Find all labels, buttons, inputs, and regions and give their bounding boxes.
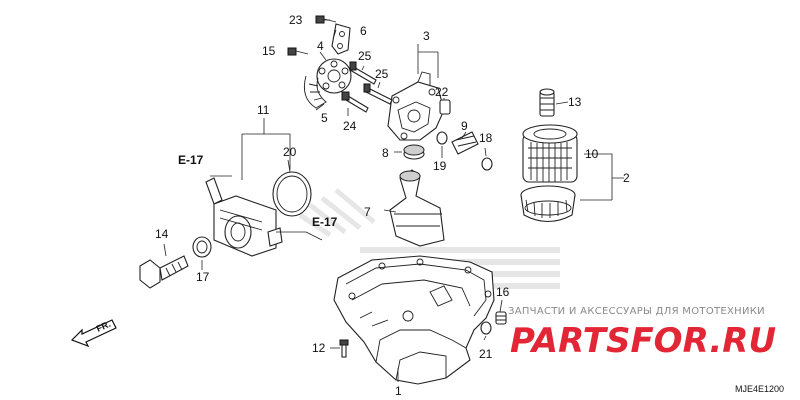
drain-bolt-part — [495, 311, 507, 325]
callout-7: 7 — [364, 205, 371, 219]
callout-8: 8 — [382, 146, 389, 160]
callout-2: 2 — [623, 171, 630, 185]
callout-14: 14 — [155, 227, 169, 241]
filter-stud-part — [539, 88, 555, 117]
oil-pan-part — [333, 255, 495, 385]
cooler-bolt-part — [139, 255, 189, 289]
callout-22: 22 — [435, 85, 449, 99]
oil-pump-part — [387, 71, 445, 141]
callout-23: 23 — [289, 13, 303, 27]
ref-e17-left: E-17 — [178, 153, 204, 167]
ref-e17-right: E-17 — [312, 215, 338, 229]
callout-25a: 25 — [358, 49, 372, 63]
watermark-subtitle: ЗАПЧАСТИ И АКСЕССУАРЫ ДЛЯ МОТОТЕХНИКИ — [508, 306, 765, 317]
drain-washer-part — [480, 321, 492, 335]
diagram-code: MJE4E1200 — [735, 384, 784, 394]
callout-labels: 1 2 3 4 5 6 7 8 9 10 11 12 13 14 15 16 1… — [155, 13, 630, 398]
callout-19: 19 — [433, 159, 447, 173]
callout-24: 24 — [343, 119, 357, 133]
callout-9: 9 — [461, 119, 468, 133]
callout-1: 1 — [395, 384, 402, 398]
bolts-part — [287, 15, 393, 113]
callout-12: 12 — [312, 341, 326, 355]
callout-4: 4 — [317, 39, 324, 53]
callout-6: 6 — [360, 24, 367, 38]
callout-15: 15 — [262, 44, 276, 58]
oil-filter-part — [520, 124, 578, 223]
leader-lines — [163, 19, 624, 382]
watermark-logo: ЗАПЧАСТИ И АКСЕССУАРЫ ДЛЯ МОТОТЕХНИКИ PA… — [508, 306, 776, 361]
callout-18: 18 — [479, 131, 493, 145]
cooler-washer-part — [192, 236, 212, 258]
cooler-o-ring-part — [272, 171, 312, 217]
callout-10: 10 — [585, 147, 599, 161]
callout-16: 16 — [496, 285, 510, 299]
callout-17: 17 — [196, 270, 210, 284]
callout-5: 5 — [321, 111, 328, 125]
callout-21: 21 — [479, 347, 493, 361]
oil-cooler-part — [205, 177, 283, 257]
front-direction-arrow: FR. — [70, 319, 117, 348]
pan-bolt-part — [339, 339, 349, 358]
callout-3: 3 — [423, 29, 430, 43]
oil-strainer-part — [389, 169, 445, 247]
reference-labels: E-17 E-17 — [178, 153, 338, 229]
oil-pump-sprocket-part — [303, 58, 352, 109]
watermark-brand: PARTSFOR.RU — [510, 321, 776, 361]
watermark-brand-main: PARTSFOR — [510, 321, 709, 361]
callout-11: 11 — [257, 103, 270, 117]
pump-pins-seals-part — [403, 99, 493, 171]
pump-bracket-part — [331, 23, 351, 55]
callout-13: 13 — [568, 95, 582, 109]
callout-20: 20 — [283, 145, 297, 159]
watermark-brand-tld: .RU — [709, 321, 776, 361]
callout-25b: 25 — [375, 67, 389, 81]
